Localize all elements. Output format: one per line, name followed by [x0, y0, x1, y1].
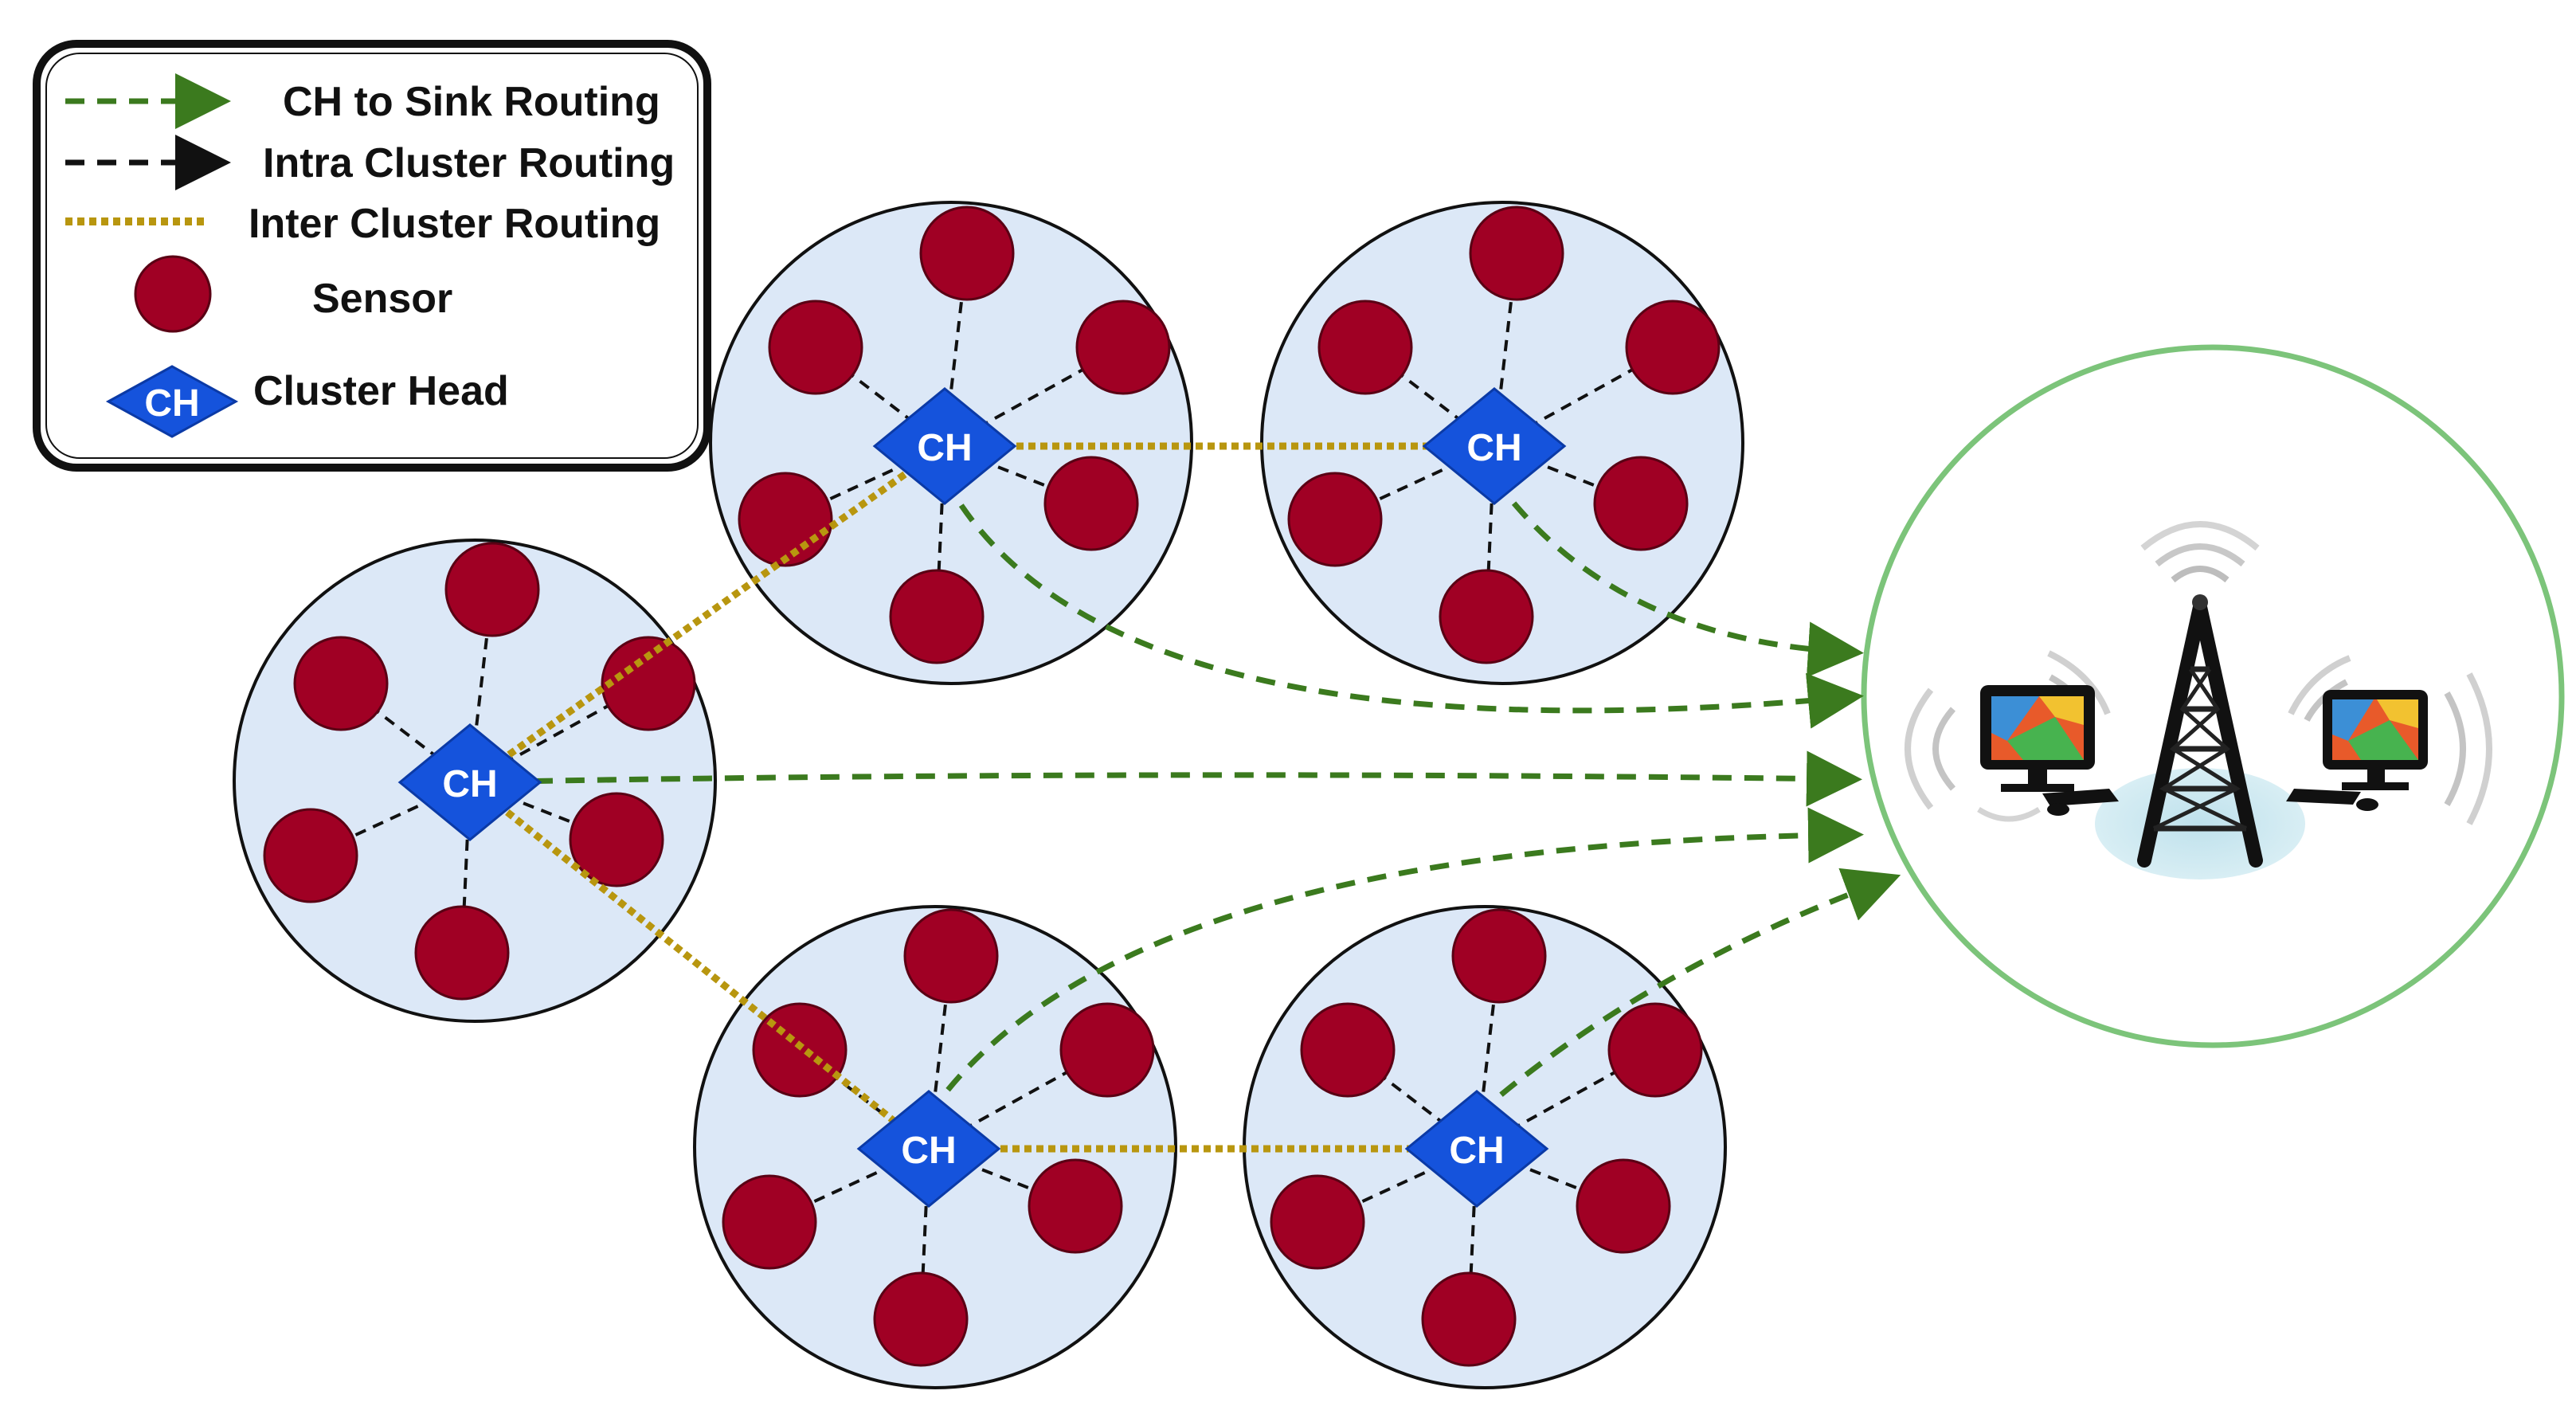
sensor-node — [738, 472, 833, 567]
sensor-node — [1270, 1174, 1365, 1270]
legend-inter-cluster-label: Inter Cluster Routing — [249, 201, 660, 247]
sensor-node — [889, 569, 985, 664]
sensor-node — [1576, 1158, 1671, 1254]
cluster-head-diamond — [1422, 387, 1567, 505]
ch-to-sink-link — [1492, 476, 1864, 678]
cluster-head-top-2: CH — [1422, 387, 1567, 505]
ch-to-sink-link — [926, 807, 1864, 1117]
sensor-node — [1593, 456, 1689, 551]
cluster-head-bottom-2: CH — [1404, 1090, 1549, 1208]
cluster-head-diamond — [856, 1090, 1001, 1208]
computer-monitor-icon — [1905, 650, 2119, 822]
cluster-head-diamond — [872, 387, 1017, 505]
intra-cluster-link — [1476, 1048, 1656, 1150]
sensor-node — [1287, 472, 1383, 567]
cluster-head-label: CH — [917, 427, 972, 469]
cluster-head-left: CH — [397, 723, 542, 841]
intra-cluster-link — [469, 682, 649, 784]
legend-cluster-head-label: Cluster Head — [253, 368, 509, 414]
ch-to-sink-link — [469, 750, 1862, 807]
sensor-node — [1028, 1158, 1123, 1254]
sensor-node — [1421, 1271, 1517, 1367]
sensor-node — [569, 792, 664, 887]
sensor-node — [873, 1271, 969, 1367]
sink — [1861, 344, 2565, 1048]
legend-cluster-head-icon — [105, 365, 239, 438]
cluster-head-diamond — [1404, 1090, 1549, 1208]
intra-cluster-link — [944, 346, 1124, 448]
routing-lines — [468, 442, 1901, 1153]
sensor-node — [1439, 569, 1534, 664]
inter-cluster-link — [468, 779, 931, 1152]
radio-tower-icon — [2137, 521, 2263, 868]
cluster-heads: CH CH CH CH CH — [397, 387, 1567, 1208]
legend-ch-to-sink-label: CH to Sink Routing — [283, 79, 660, 125]
sensor-node — [1317, 300, 1413, 395]
sensor-node — [293, 636, 389, 731]
sensor-node — [903, 908, 999, 1004]
cluster-head-top-1: CH — [872, 387, 1017, 505]
ch-to-sink-link — [942, 476, 1864, 729]
computer-monitor-icon — [2286, 655, 2492, 825]
sensor-node — [722, 1174, 817, 1270]
cluster-head-label: CH — [1466, 427, 1521, 469]
sensor-node — [1451, 908, 1547, 1004]
intra-cluster-link — [928, 1048, 1108, 1150]
legend: CH to Sink Routing Intra Cluster Routing… — [33, 40, 711, 472]
sensor-node — [1469, 206, 1564, 301]
inter-cluster-link — [468, 443, 947, 785]
sensor-node — [919, 206, 1015, 301]
sensor-node — [1300, 1002, 1396, 1098]
cluster-bottom-1 — [693, 905, 1177, 1389]
legend-inner-frame — [45, 53, 699, 459]
cluster-head-label: CH — [442, 763, 497, 805]
ch-to-sink-link — [1474, 868, 1901, 1118]
legend-sensor-icon — [134, 255, 212, 333]
cluster-head-diamond — [397, 723, 542, 841]
legend-ch-symbol: CH — [144, 382, 199, 425]
sensor-node — [601, 636, 696, 731]
sensor-node — [1043, 456, 1139, 551]
legend-intra-cluster-label: Intra Cluster Routing — [263, 140, 675, 186]
sensor-node — [1607, 1002, 1703, 1098]
sensor-node — [414, 905, 510, 1001]
cluster-head-bottom-1: CH — [856, 1090, 1001, 1208]
sensor-node — [263, 808, 358, 903]
sensor-node — [1059, 1002, 1155, 1098]
legend-sensor-label: Sensor — [312, 276, 452, 322]
intra-cluster-link — [1494, 346, 1674, 448]
cluster-head-label: CH — [901, 1130, 956, 1172]
sensor-node — [444, 542, 540, 637]
sensor-node — [768, 300, 863, 395]
sensor-node — [1625, 300, 1721, 395]
sensor-node — [1075, 300, 1171, 395]
sink-ground — [2095, 768, 2305, 879]
cluster-head-label: CH — [1449, 1130, 1504, 1172]
